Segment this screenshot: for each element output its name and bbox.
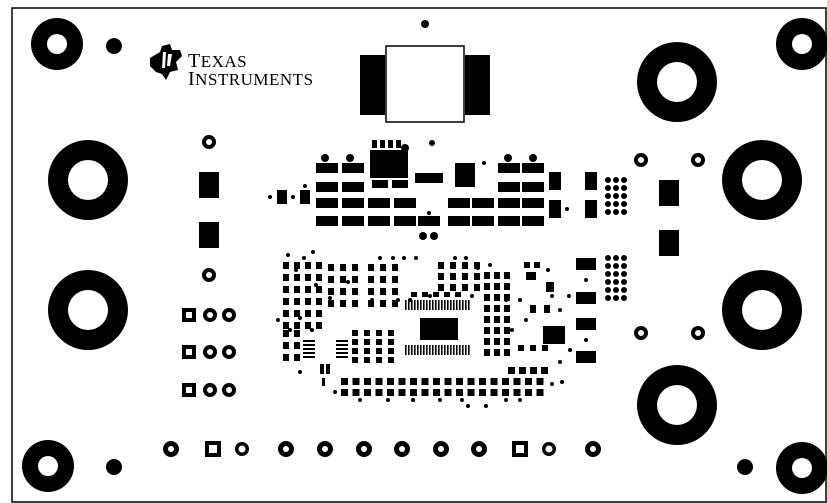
ti-state-logo-icon (150, 44, 182, 80)
terminal-pads (48, 42, 802, 445)
logo-line-2: INSTRUMENTS (188, 68, 314, 90)
left-header-pins (182, 308, 236, 397)
controller-ic (420, 318, 458, 340)
side-components (199, 135, 705, 340)
via-arrays (605, 177, 627, 301)
inductor (360, 45, 490, 123)
right-side-parts (543, 258, 596, 363)
power-stage (268, 140, 597, 240)
mounting-holes (22, 18, 827, 494)
ic-pins (405, 292, 470, 355)
logo-line-1: TEXAS (188, 50, 248, 72)
bottom-header-pins (163, 441, 601, 457)
small-passives (276, 250, 572, 408)
